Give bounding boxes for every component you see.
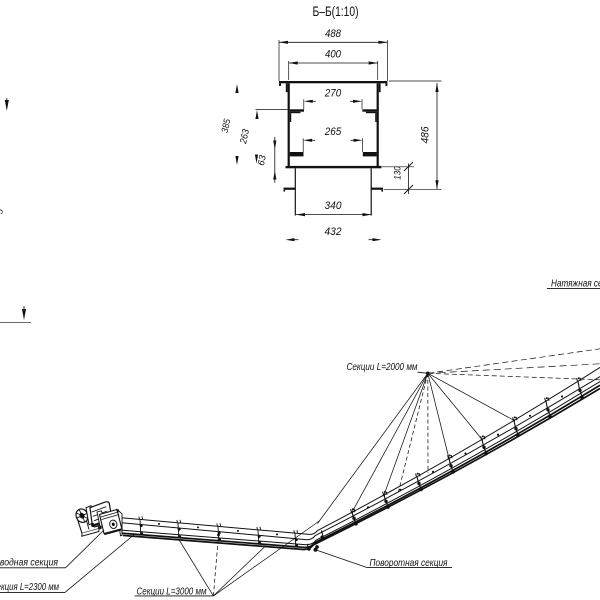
svg-text:400: 400: [325, 49, 342, 61]
svg-text:270: 270: [324, 88, 342, 100]
svg-text:Поворотная секция: Поворотная секция: [370, 557, 448, 569]
svg-text:385: 385: [220, 117, 234, 134]
svg-text:Приводная секция: Приводная секция: [0, 557, 58, 569]
svg-text:Секция L=2300 мм: Секция L=2300 мм: [0, 581, 59, 593]
svg-text:Секции L=2000 мм: Секции L=2000 мм: [347, 361, 418, 373]
svg-text:486: 486: [420, 126, 432, 144]
svg-text:Б–Б(1:10): Б–Б(1:10): [313, 3, 359, 19]
svg-text:340: 340: [325, 200, 343, 212]
svg-text:130: 130: [393, 166, 404, 180]
svg-text:Секции L=3000 мм: Секции L=3000 мм: [137, 585, 207, 597]
svg-text:488: 488: [325, 28, 342, 40]
svg-text:263: 263: [238, 128, 252, 146]
svg-text:Натяжная секция: Натяжная секция: [551, 278, 600, 290]
svg-text:63: 63: [256, 154, 269, 167]
svg-text:265: 265: [324, 126, 342, 138]
svg-text:5: 5: [0, 207, 5, 215]
svg-text:432: 432: [325, 226, 342, 238]
